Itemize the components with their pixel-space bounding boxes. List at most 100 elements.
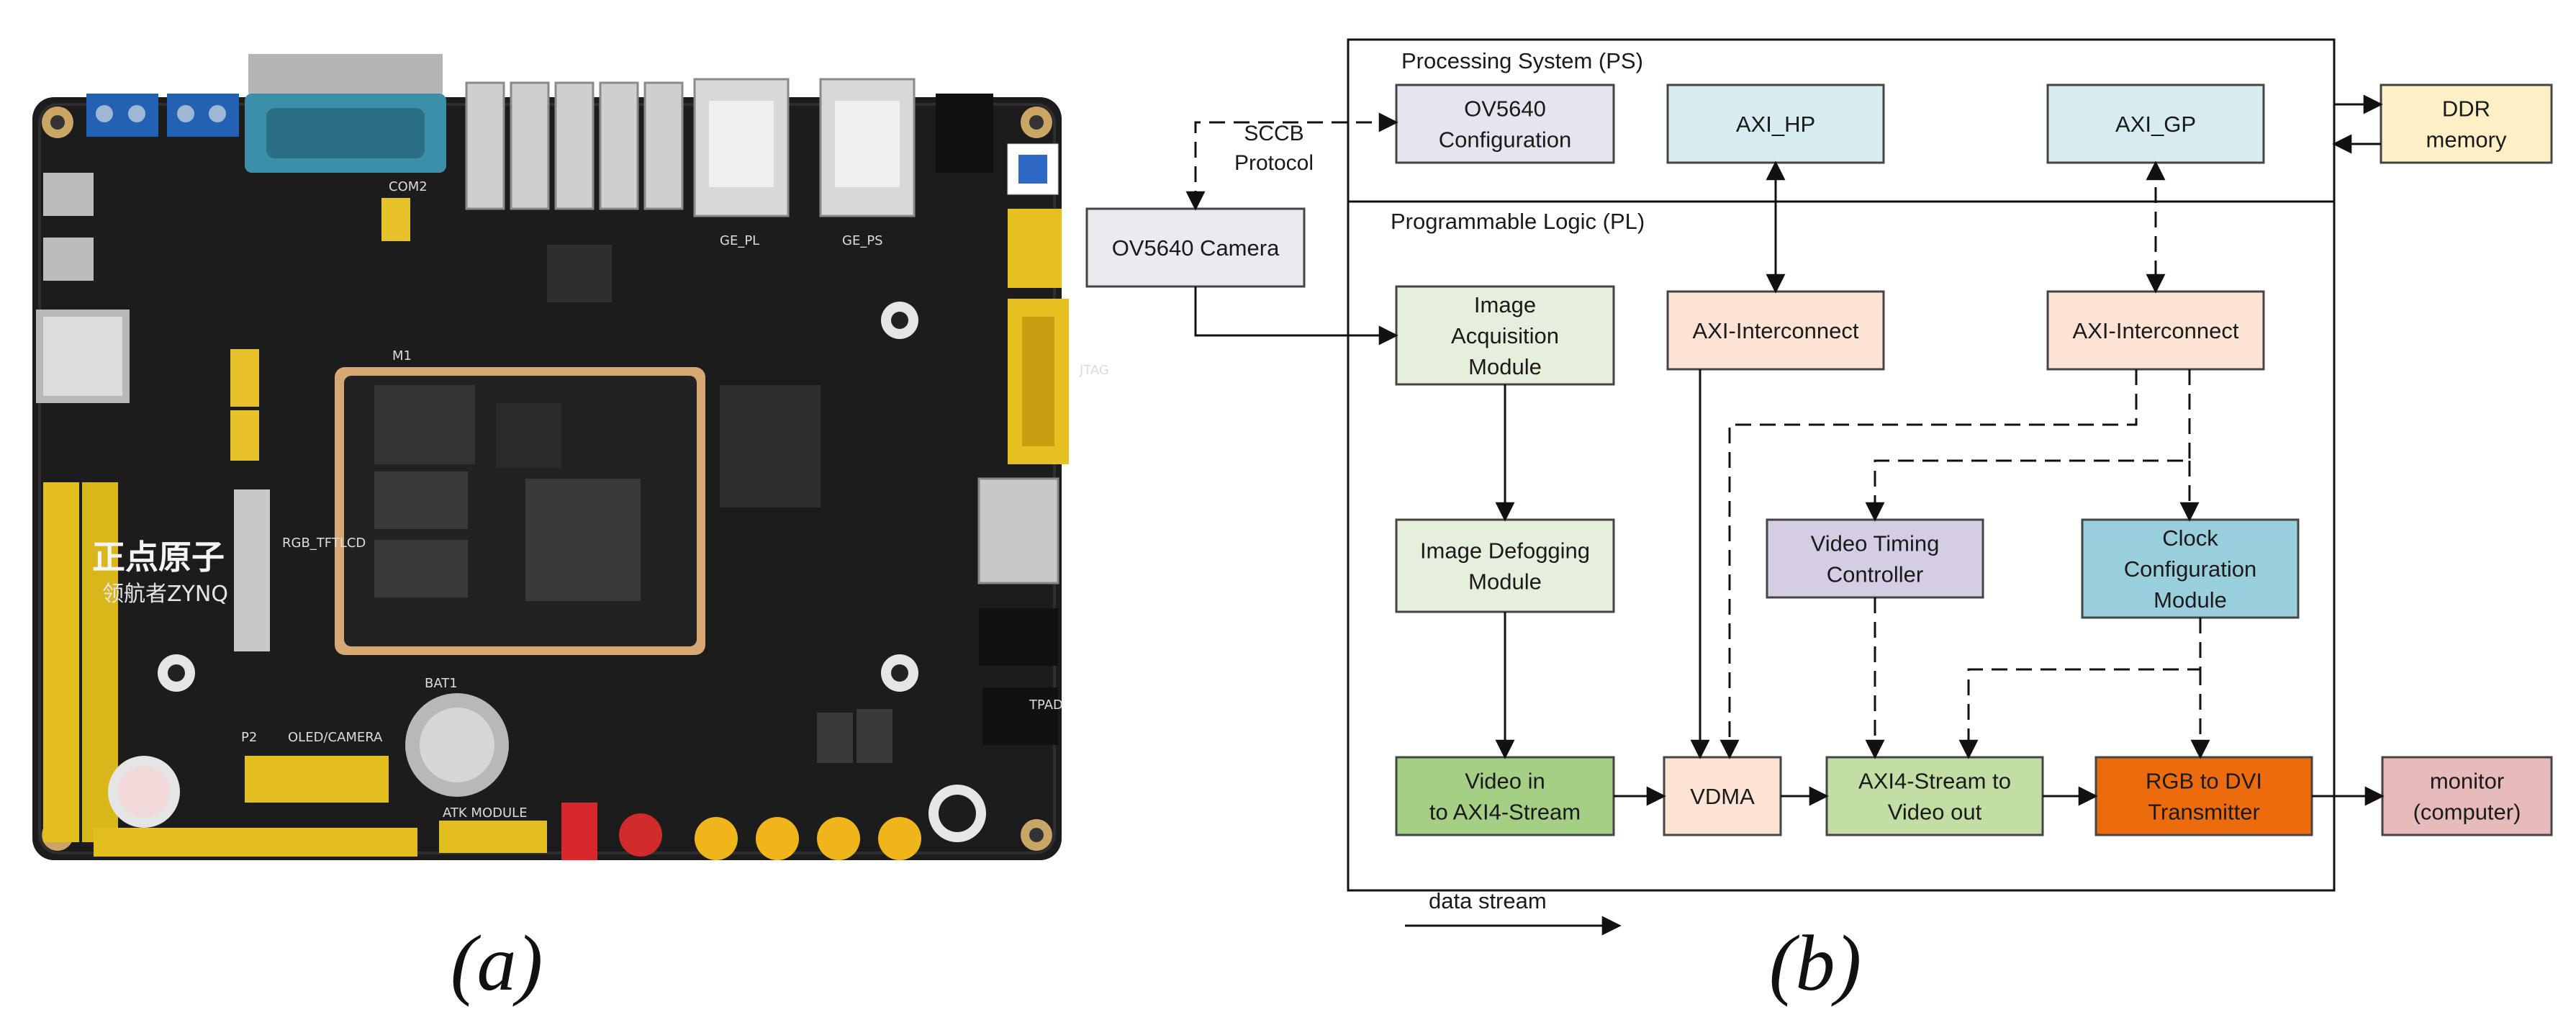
block-label: Image: [1474, 292, 1536, 317]
block-interconnect-hp: AXI-Interconnect: [1666, 290, 1885, 371]
usb-ports: [465, 81, 684, 210]
block-label: Configuration: [2124, 556, 2256, 582]
block-monitor: monitor (computer): [2381, 756, 2553, 836]
silk-label: GE_PS: [842, 233, 883, 248]
block-axi-hp: AXI_HP: [1666, 83, 1885, 164]
block-label: VDMA: [1690, 784, 1755, 809]
block-label: monitor: [2430, 769, 2504, 794]
ethernet-jacks: [693, 78, 916, 217]
silk-label: ATK MODULE: [443, 805, 528, 821]
block-box: [1766, 518, 1984, 599]
block-box: [1085, 207, 1306, 288]
block-label: Clock: [2162, 525, 2218, 551]
block-label: Image Defogging: [1420, 538, 1590, 564]
silk-label: TF_CARD: [42, 363, 102, 378]
silk-label: OLED/CAMERA: [288, 730, 383, 745]
block-label: Transmitter: [2148, 800, 2260, 825]
atk-module-header: [439, 821, 547, 853]
silk-label: BAT1: [425, 676, 458, 691]
silk-label: M1: [392, 348, 412, 364]
dc-jack: [936, 94, 993, 173]
caption-a: (a): [451, 919, 543, 1007]
fpga-chip: [525, 479, 641, 601]
yellow-button-2: [756, 817, 799, 860]
block-interconnect-gp: AXI-Interconnect: [2046, 290, 2265, 371]
small-header: [1008, 209, 1062, 288]
block-ddr: DDR memory: [2380, 83, 2553, 164]
block-label: Video in: [1465, 769, 1545, 794]
bottom-header: [94, 828, 417, 857]
block-box: [1666, 290, 1885, 371]
silk-label: COM2: [389, 179, 428, 194]
block-label: Module: [1468, 354, 1542, 379]
legend-label: data stream: [1429, 888, 1547, 913]
silk-label: P2: [241, 730, 257, 745]
block-label: AXI-Interconnect: [1693, 318, 1859, 343]
block-label: (computer): [2413, 800, 2521, 825]
block-label: AXI_GP: [2115, 112, 2196, 137]
block-box: [1395, 83, 1615, 164]
caption-b: (b): [1769, 919, 1861, 1007]
block-stream-out: AXI4-Stream to Video out: [1825, 756, 2044, 836]
micro-usb-2: [43, 238, 94, 281]
ps-label: Processing System (PS): [1401, 48, 1643, 73]
block-label: Configuration: [1439, 127, 1571, 153]
yellow-button-1: [695, 817, 738, 860]
coin-battery: [405, 693, 509, 797]
audio-jack-1: [979, 608, 1058, 666]
hdmi-port: [977, 477, 1059, 584]
block-label: Module: [2154, 587, 2227, 613]
board-brand-text: 正点原子: [92, 538, 225, 577]
block-label: OV5640: [1464, 96, 1546, 122]
block-rgb-dvi: RGB to DVI Transmitter: [2094, 756, 2313, 836]
block-label: DDR: [2442, 96, 2490, 122]
sccb-label-line1: SCCB: [1244, 122, 1303, 145]
block-label: AXI4-Stream to: [1858, 769, 2011, 794]
pl-label: Programmable Logic (PL): [1391, 209, 1645, 234]
ddr-chip-1: [374, 385, 475, 464]
block-box: [2380, 83, 2553, 164]
block-label: Module: [1468, 569, 1542, 595]
block-box: [1395, 518, 1615, 613]
block-label: Controller: [1827, 562, 1923, 587]
block-label: Video out: [1888, 800, 1982, 825]
sccb-edge: [1185, 112, 1398, 211]
block-box: [1825, 756, 2044, 836]
terminal-blocks: [86, 94, 239, 137]
sccb-label-line2: Protocol: [1234, 151, 1314, 175]
block-label: to AXI4-Stream: [1429, 800, 1581, 825]
silk-label: TPAD: [1029, 697, 1063, 713]
block-box: [2046, 83, 2265, 164]
block-diagram: Processing System (PS) Programmable Logi…: [1085, 38, 2553, 936]
block-video-in: Video in to AXI4-Stream: [1395, 756, 1615, 836]
block-label: OV5640 Camera: [1112, 235, 1280, 261]
yellow-button-3: [817, 817, 860, 860]
interconnect-gp-to-vdma-edge: [1719, 369, 2138, 759]
block-label: memory: [2426, 127, 2507, 153]
block-camera: OV5640 Camera: [1085, 207, 1306, 288]
block-box: [2046, 290, 2265, 371]
core-module: [335, 367, 705, 655]
block-label: AXI-Interconnect: [2073, 318, 2239, 343]
block-label: RGB to DVI: [2146, 769, 2262, 794]
block-box: [2381, 756, 2553, 836]
clock-to-streamout-edge: [1958, 618, 2202, 759]
block-vdma: VDMA: [1663, 756, 1782, 836]
silk-label: GE_PL: [720, 233, 759, 248]
oled-camera-header: [245, 756, 389, 803]
fpga-board-photo: 正点原子 领航者ZYNQ TF_CARDJTAGP2OLED/CAMERABAT…: [32, 54, 1109, 860]
block-box: [1666, 83, 1885, 164]
camera-to-acq-edge: [1194, 286, 1398, 346]
red-button: [619, 813, 662, 857]
interconnect-gp-to-vtc-edge: [1865, 369, 2191, 522]
board-model-text: 领航者ZYNQ: [102, 582, 228, 607]
audio-jack-2: [982, 687, 1058, 745]
pl-region: [1347, 200, 2336, 892]
